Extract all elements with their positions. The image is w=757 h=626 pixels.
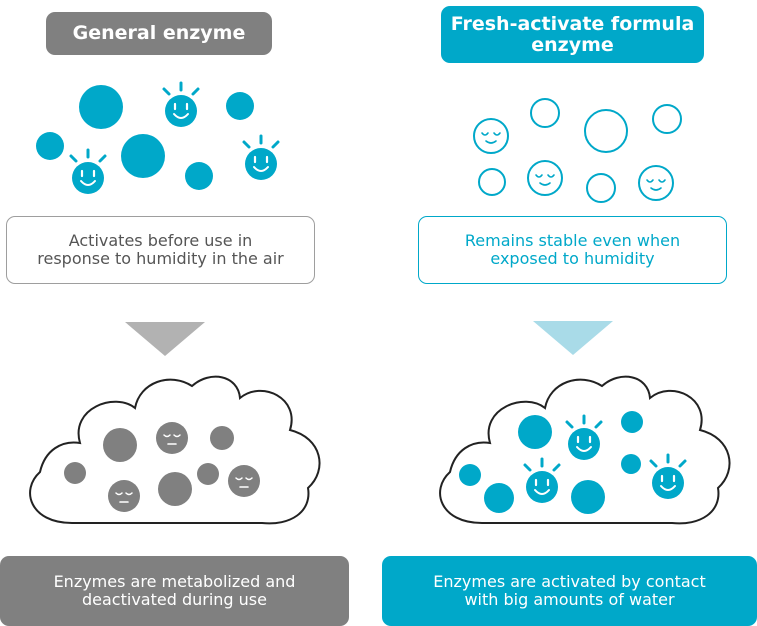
- left-header-label: General enzyme: [72, 22, 246, 45]
- happy-enzyme-icon: [242, 134, 280, 182]
- sleeping-enzyme-icon: [227, 464, 261, 498]
- left-enzymes-active: [36, 81, 280, 196]
- right-header: Fresh-activate formula enzyme: [441, 6, 704, 63]
- left-result: Enzymes are metabolized and deactivated …: [0, 556, 349, 626]
- down-triangle-arrow-icon: [125, 322, 205, 356]
- sleeping-enzyme-icon: [155, 421, 189, 455]
- sleeping-enzyme-icon: [527, 160, 563, 196]
- right-enzymes-dormant: [473, 98, 682, 203]
- right-header-label: Fresh-activate formula enzyme: [450, 12, 695, 56]
- sleeping-enzyme-icon: [107, 479, 141, 513]
- sleeping-enzyme-icon: [473, 118, 509, 154]
- right-result-text: Enzymes are activated by contact with bi…: [433, 572, 706, 609]
- right-description-text: Remains stable even when exposed to humi…: [464, 231, 681, 268]
- left-description-text: Activates before use in response to humi…: [37, 231, 284, 268]
- left-header: General enzyme: [46, 12, 272, 55]
- down-triangle-arrow-icon: [533, 321, 613, 355]
- left-description: Activates before use in response to humi…: [6, 216, 315, 284]
- happy-enzyme-icon: [69, 148, 107, 196]
- right-enzymes-activated: [459, 411, 687, 514]
- left-result-text: Enzymes are metabolized and deactivated …: [53, 572, 296, 609]
- left-enzymes-deactivated: [64, 421, 261, 513]
- sleeping-enzyme-icon: [638, 165, 674, 201]
- right-result: Enzymes are activated by contact with bi…: [382, 556, 757, 626]
- right-description: Remains stable even when exposed to humi…: [418, 216, 727, 284]
- happy-enzyme-icon: [162, 81, 200, 129]
